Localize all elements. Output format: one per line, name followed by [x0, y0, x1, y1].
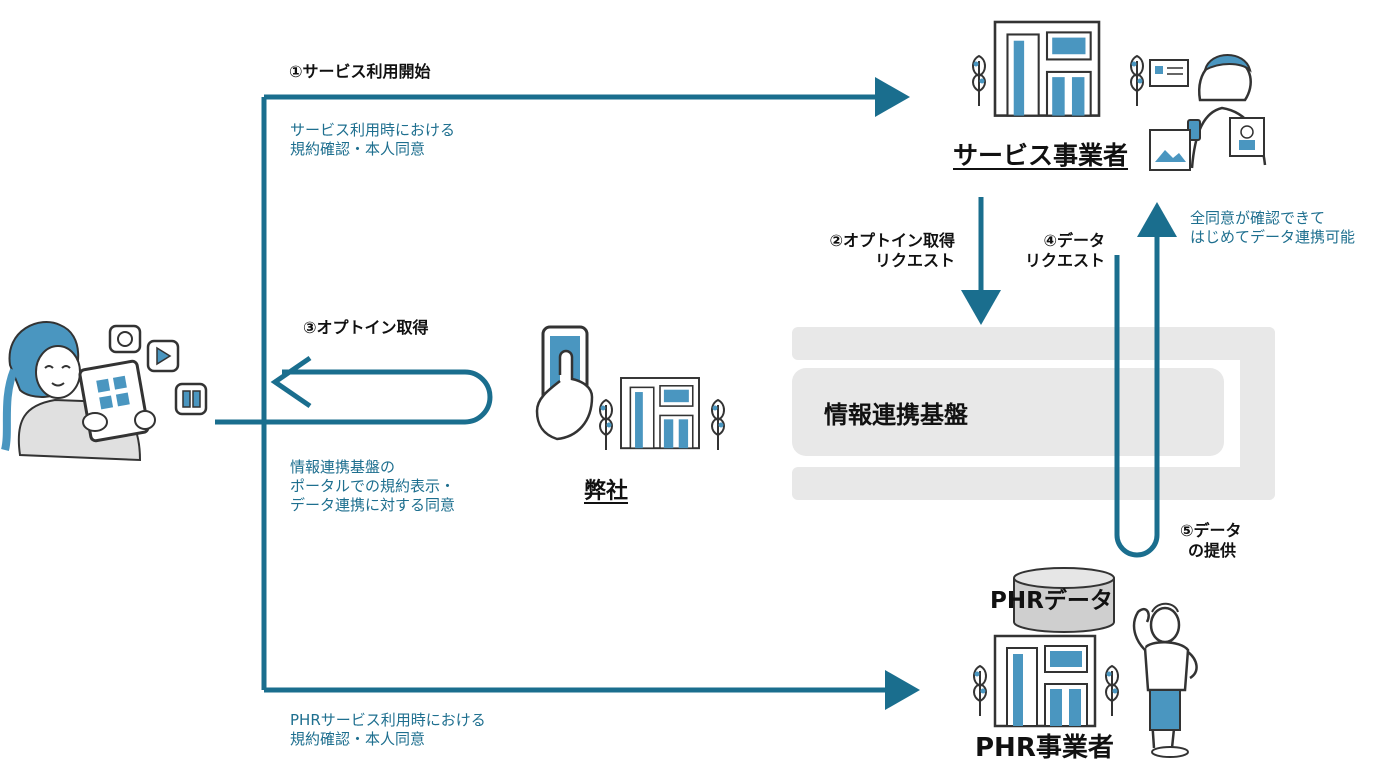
tree-icon: [972, 55, 986, 107]
tree-icon: [973, 665, 987, 717]
step2-line1: ②オプトイン取得: [829, 231, 955, 250]
step4-line1: ④データ: [1043, 231, 1105, 250]
service-provider-label: サービス事業者: [953, 141, 1129, 170]
step3-label: ③オプトイン取得: [303, 318, 429, 337]
play-icon: [146, 339, 180, 373]
step4-line2: リクエスト: [1024, 251, 1105, 271]
service-consent-line1: サービス利用時における: [290, 121, 456, 139]
book-icon: [174, 382, 208, 416]
step2-line2: リクエスト: [874, 251, 955, 271]
portal-line3: データ連携に対する同意: [290, 496, 456, 515]
smartphone-hand-icon: [535, 325, 594, 441]
phr-provider-label: PHR事業者: [975, 733, 1114, 763]
step1-label: ①サービス利用開始: [289, 62, 431, 81]
step5-line1: ⑤データ: [1180, 521, 1242, 540]
service-consent-note: サービス利用時における 規約確認・本人同意: [290, 121, 455, 159]
arrow-step4-loop: [1114, 202, 1177, 558]
all-consent-line1: 全同意が確認できて: [1190, 209, 1326, 227]
all-consent-line2: はじめてデータ連携可能: [1190, 228, 1356, 247]
flow-arrows: [215, 77, 1177, 710]
all-consent-note: 全同意が確認できて はじめてデータ連携可能: [1190, 209, 1355, 247]
database-icon: [1013, 567, 1115, 633]
building-icon: [993, 634, 1097, 728]
arrow-step3-loop: [215, 369, 493, 425]
our-company-label: 弊社: [584, 479, 629, 504]
user-tablet-icon: [1, 320, 156, 462]
portal-line2: ポータルでの規約表示・: [290, 477, 456, 496]
chat-icon: [108, 324, 142, 354]
tree-icon: [599, 399, 613, 451]
tree-icon: [711, 399, 725, 451]
building-icon: [620, 377, 700, 450]
tree-icon: [1105, 665, 1119, 717]
arrow-step3-head: [270, 355, 312, 409]
step5-label: ⑤データ の提供: [1180, 521, 1242, 562]
portal-consent-note: 情報連携基盤の ポータルでの規約表示・ データ連携に対する同意: [290, 458, 455, 516]
phr-data-label: PHRデータ: [990, 588, 1113, 614]
documents-icon: [1149, 59, 1265, 171]
platform-label: 情報連携基盤: [824, 401, 968, 429]
step4-label: ④データ リクエスト: [1005, 231, 1105, 272]
phr-consent-line1: PHRサービス利用時における: [290, 711, 486, 729]
phr-consent-line2: 規約確認・本人同意: [290, 730, 426, 749]
step5-line2: の提供: [1188, 541, 1237, 561]
step2-label: ②オプトイン取得 リクエスト: [805, 231, 955, 272]
building-icon: [993, 20, 1101, 117]
tree-icon: [1130, 55, 1144, 107]
phr-consent-note: PHRサービス利用時における 規約確認・本人同意: [290, 711, 486, 749]
portal-line1: 情報連携基盤の: [290, 458, 396, 476]
service-consent-line2: 規約確認・本人同意: [290, 140, 426, 159]
person-flex-icon: [1132, 602, 1198, 758]
